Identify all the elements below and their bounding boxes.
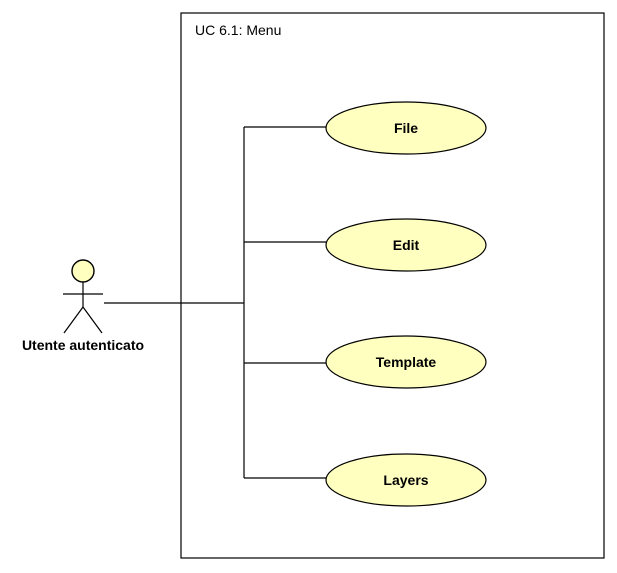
use-case-file-ellipse[interactable] — [325, 101, 487, 155]
use-case-layers-ellipse[interactable] — [325, 453, 487, 507]
use-case-edit[interactable]: Edit — [325, 218, 487, 272]
actor-head — [71, 259, 95, 283]
use-case-layers-label: Layers — [383, 472, 428, 488]
actor-label: Utente autenticato — [22, 337, 144, 353]
association-lines — [104, 126, 327, 479]
use-case-template[interactable]: Template — [325, 335, 487, 389]
use-case-layers[interactable]: Layers — [325, 453, 487, 507]
use-case-file-label: File — [394, 120, 418, 136]
stick-figure-icon[interactable] — [63, 259, 103, 334]
use-case-file[interactable]: File — [325, 101, 487, 155]
use-case-edit-ellipse[interactable] — [325, 218, 487, 272]
use-case-edit-label: Edit — [393, 237, 420, 253]
actor[interactable]: Utente autenticato — [22, 259, 144, 353]
use-case-template-ellipse[interactable] — [325, 335, 487, 389]
actor-left-leg — [63, 306, 84, 334]
use-case-template-label: Template — [376, 354, 437, 370]
actor-right-leg — [82, 306, 103, 334]
system-title: UC 6.1: Menu — [195, 22, 281, 38]
